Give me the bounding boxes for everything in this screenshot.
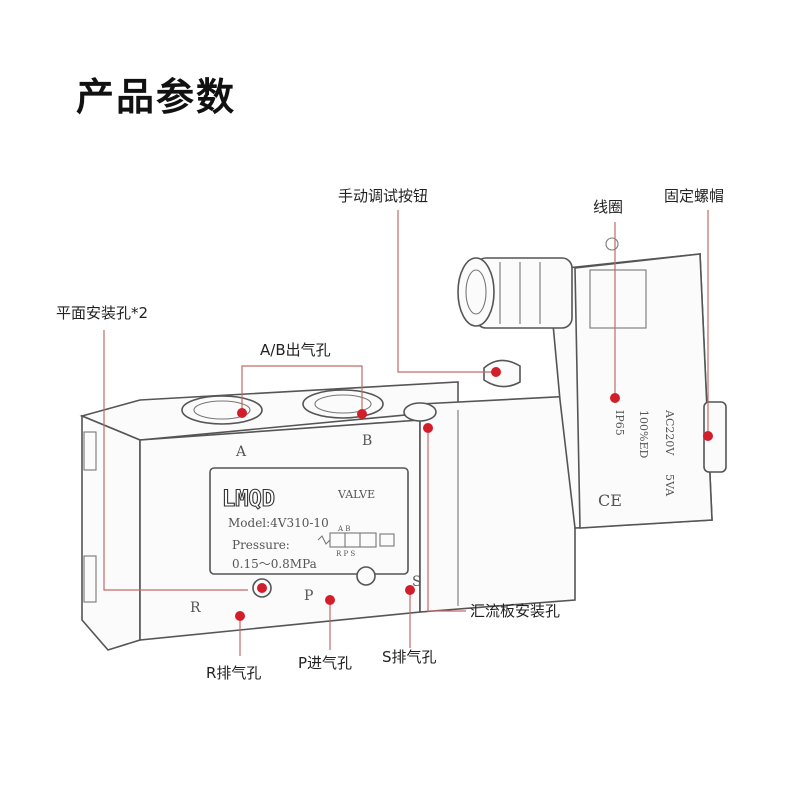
valve-body: A B LMQD VALVE Model:4V310-10 Pressure: …	[79, 381, 576, 651]
brand-logo: LMQD	[222, 487, 275, 512]
model-text: Model:4V310-10	[228, 516, 329, 530]
label-coil: 线圈	[593, 198, 623, 216]
port-r-label: R	[190, 600, 201, 616]
ce-mark: CE	[598, 491, 622, 510]
symbol-ab: A B	[337, 525, 350, 533]
label-s-exhaust: S排气孔	[382, 648, 437, 666]
label-manifold-holes: 汇流板安装孔	[470, 602, 560, 620]
coil-duty: 100%ED	[637, 410, 650, 458]
pressure-value: 0.15～0.8MPa	[232, 557, 317, 571]
pressure-label: Pressure:	[232, 538, 290, 552]
label-ab-outlet: A/B出气孔	[260, 341, 331, 359]
label-mounting-holes: 平面安装孔*2	[56, 304, 148, 322]
coil-ip: IP65	[613, 410, 626, 436]
dot-p-inlet	[325, 595, 335, 605]
label-p-inlet: P进气孔	[298, 654, 352, 672]
dot-fixing-cap	[703, 431, 713, 441]
port-a-label: A	[235, 444, 247, 460]
label-r-exhaust: R排气孔	[206, 664, 261, 682]
port-s-label: S	[412, 574, 422, 590]
marker-dots	[235, 367, 713, 621]
solenoid-coil: IP65 100%ED AC220V 5VA CE	[457, 237, 727, 529]
valve-word: VALVE	[337, 488, 375, 501]
coil-power: 5VA	[663, 474, 676, 497]
manual-button-icon	[483, 359, 521, 388]
callout-labels: 手动调试按钮 线圈 固定螺帽 平面安装孔*2 A/B出气孔 汇流板安装孔 R排气…	[56, 187, 724, 682]
page-title: 产品参数	[76, 75, 237, 119]
nameplate: LMQD VALVE Model:4V310-10 Pressure: 0.15…	[209, 467, 409, 575]
leader-lines	[103, 210, 709, 656]
dot-manifold	[423, 423, 433, 433]
port-b-label: B	[362, 433, 372, 449]
port-p-label: P	[304, 588, 313, 604]
coil-voltage: AC220V	[663, 409, 676, 456]
dot-port-b	[357, 409, 367, 419]
dot-s-exhaust	[405, 585, 415, 595]
dot-r-exhaust	[235, 611, 245, 621]
symbol-rps: R P S	[336, 550, 355, 558]
label-fixing-cap: 固定螺帽	[664, 187, 724, 205]
dot-coil	[610, 393, 620, 403]
dot-port-a	[237, 408, 247, 418]
dot-manual-button	[491, 367, 501, 377]
label-manual-button: 手动调试按钮	[338, 187, 428, 205]
dot-mounting-hole	[257, 583, 267, 593]
valve-symbol-icon: A B R P S	[317, 525, 395, 558]
